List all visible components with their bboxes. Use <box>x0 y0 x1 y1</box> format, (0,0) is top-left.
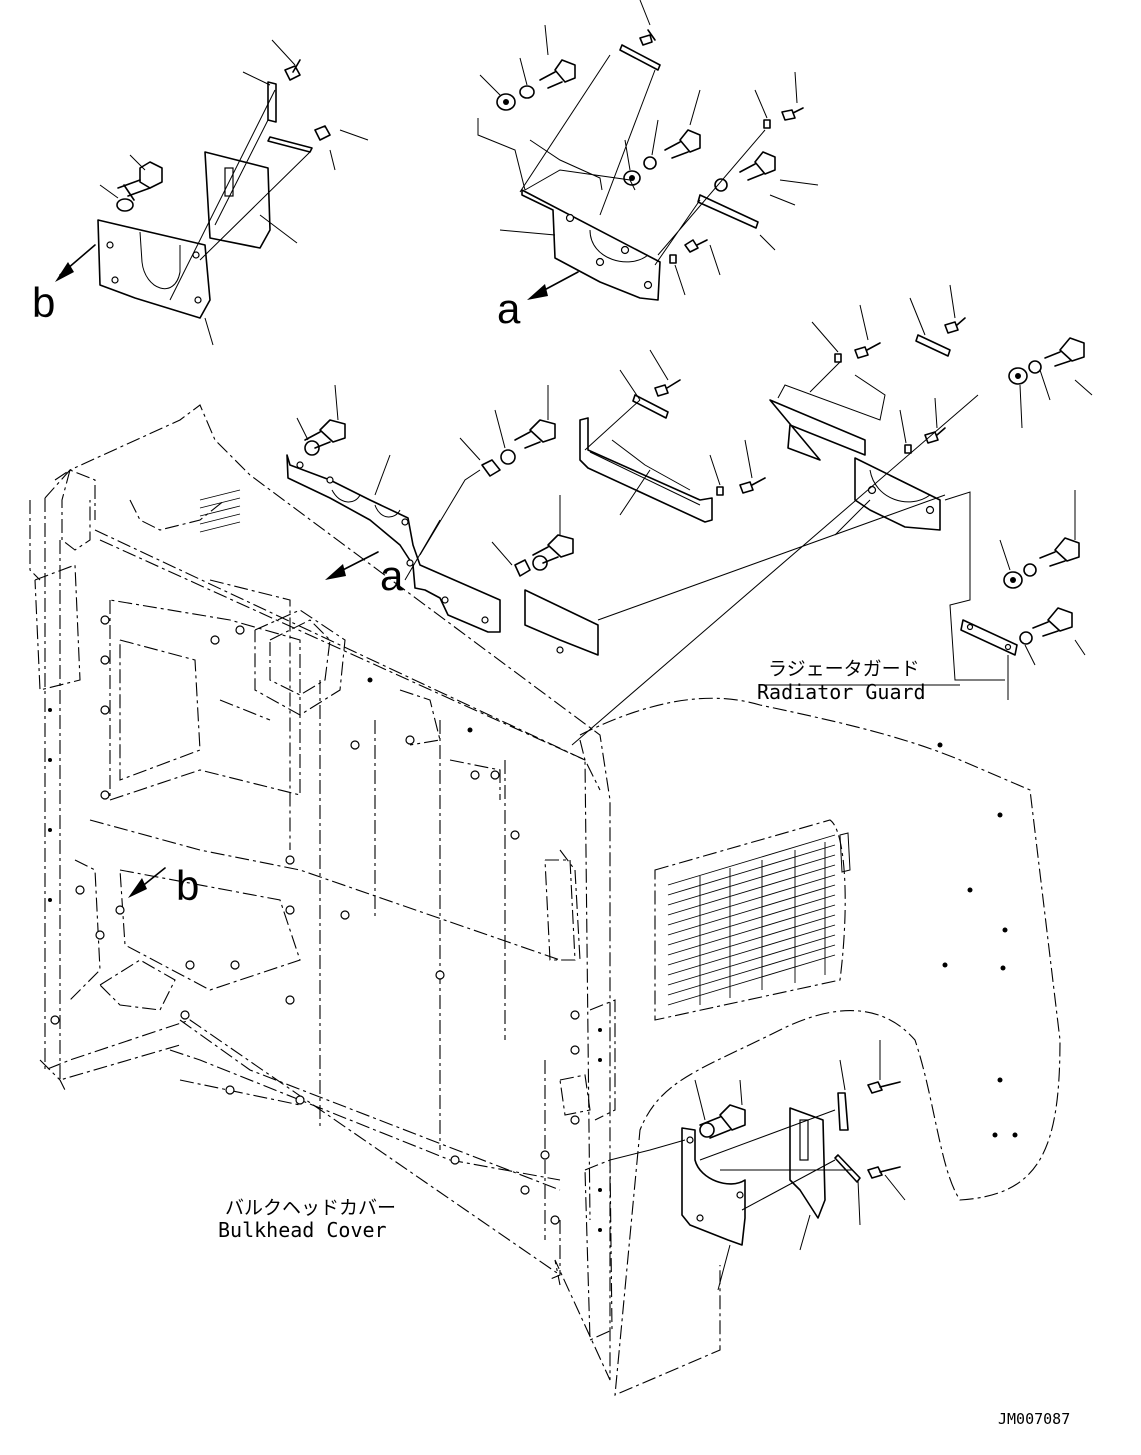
drawing-number: JM007087 <box>998 1410 1071 1428</box>
view-b-arrow-mid <box>128 867 166 898</box>
radiator-guard-label-en: Radiator Guard <box>757 680 926 704</box>
bulkhead-cover-label-jp: バルクヘッドカバー <box>225 1197 397 1219</box>
top-middle-cover-plate-a <box>477 0 819 301</box>
view-letter-b-top: b <box>32 279 56 326</box>
radiator-guard-panel <box>579 697 1061 1396</box>
top-left-cover-plate-b <box>55 39 369 346</box>
frame-bolt-dots <box>48 615 602 1232</box>
view-letter-a-mid: a <box>380 552 404 599</box>
view-letter-a-top: a <box>497 285 521 332</box>
bulkhead-cover-label-en: Bulkhead Cover <box>218 1218 387 1242</box>
upper-mesh <box>199 489 241 533</box>
radiator-grille <box>667 834 836 1006</box>
view-letter-b-mid: b <box>176 862 200 909</box>
radiator-guard-label-jp: ラジェータガード <box>768 658 920 680</box>
radiator-guard-bar-assembly <box>286 284 1093 746</box>
bulkhead-frame <box>29 404 616 1381</box>
bottom-right-cover-plate <box>609 1040 906 1291</box>
